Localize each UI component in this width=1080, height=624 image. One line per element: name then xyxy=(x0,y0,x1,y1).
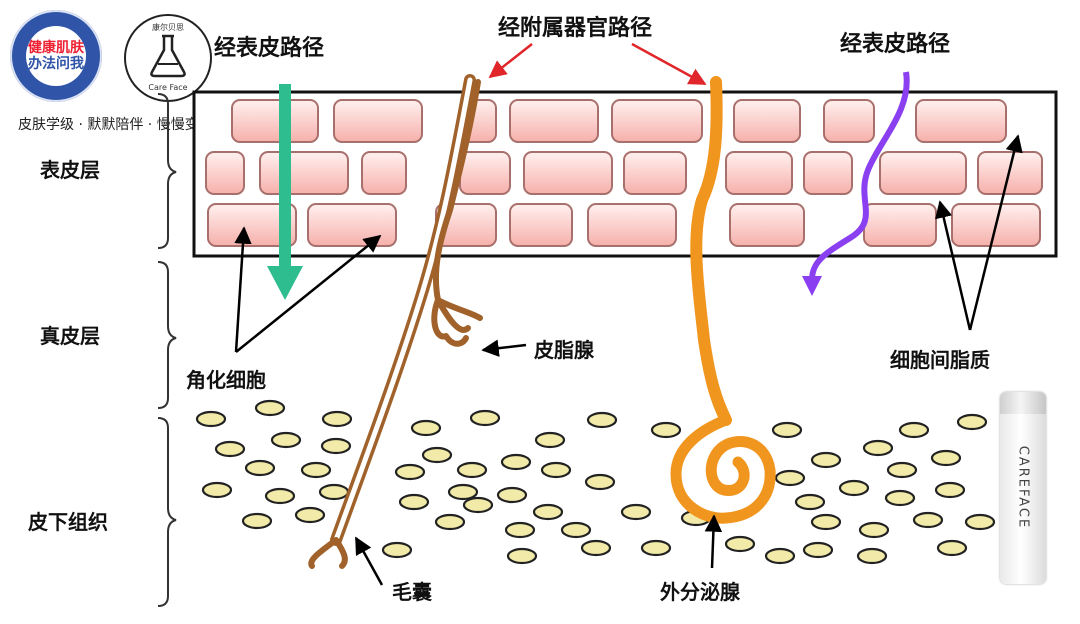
red-arrow-to-eccrine xyxy=(631,42,707,86)
flask-logo-top-text: 康尔贝思 xyxy=(152,23,184,32)
brick xyxy=(729,203,805,247)
purple-transepidermal-path xyxy=(802,71,910,296)
product-tube-cap xyxy=(1000,392,1046,414)
brick xyxy=(725,151,793,195)
layer-label-epidermis: 表皮层 xyxy=(40,158,100,182)
dermis-brace xyxy=(157,261,177,409)
brick xyxy=(509,99,599,143)
brick xyxy=(509,203,573,247)
flask-logo: 康尔贝思 Care Face xyxy=(124,14,212,102)
epidermis-brace xyxy=(157,93,177,249)
product-tube-image: CAREFACE xyxy=(1000,392,1046,584)
layer-braces xyxy=(157,93,177,607)
brick xyxy=(915,99,1007,143)
label-keratinocytes: 角化细胞 xyxy=(186,368,266,392)
arrow-keratinocyte-2 xyxy=(235,234,382,353)
brick xyxy=(207,203,297,247)
brick xyxy=(333,99,423,143)
hair-shaft-core xyxy=(333,77,473,543)
arrow-eccrine xyxy=(704,514,723,569)
layer-label-dermis: 真皮层 xyxy=(40,324,100,348)
arrow-hair-follicle xyxy=(354,536,384,586)
label-sebaceous-gland: 皮脂腺 xyxy=(534,338,594,362)
arrow-lipid-2 xyxy=(968,134,1023,331)
label-transepidermal-right: 经表皮路径 xyxy=(840,32,951,57)
label-hair-follicle: 毛囊 xyxy=(392,580,432,604)
brick xyxy=(823,99,875,143)
sebaceous-gland-lobes xyxy=(431,297,483,347)
brick xyxy=(307,203,397,247)
flask-logo-bottom-text: Care Face xyxy=(148,83,188,92)
label-eccrine-gland: 外分泌腺 xyxy=(660,580,740,604)
fat-cells xyxy=(195,399,996,565)
eccrine-duct xyxy=(690,76,732,426)
eccrine-gland xyxy=(670,76,776,524)
flask-icon xyxy=(150,34,186,78)
brick xyxy=(863,203,937,247)
brick xyxy=(231,99,319,143)
follicle-bulb xyxy=(308,537,348,569)
brand-badge-logo: 健康肌肤 办法问我 xyxy=(10,10,102,102)
brick xyxy=(733,99,801,143)
sebaceous-gland-stem xyxy=(432,79,481,303)
brick xyxy=(623,151,687,195)
logo-text-line2: 办法问我 xyxy=(28,56,84,72)
hair-follicle xyxy=(308,74,483,569)
brick xyxy=(259,151,349,195)
subcutaneous-brace xyxy=(157,417,177,607)
brick xyxy=(459,151,511,195)
brand-slogan: 皮肤学级 · 默默陪伴 · 慢慢变好 xyxy=(18,117,213,133)
logo-text-line1: 健康肌肤 xyxy=(28,40,84,56)
eccrine-coil xyxy=(670,414,776,524)
brick xyxy=(879,151,967,195)
product-brand-text: CAREFACE xyxy=(1015,445,1031,530)
brick xyxy=(587,203,677,247)
arrow-keratinocyte-1 xyxy=(234,226,252,353)
layer-label-subcutaneous: 皮下组织 xyxy=(28,510,108,534)
red-arrow-to-hair xyxy=(488,43,533,79)
brick xyxy=(523,151,613,195)
brick xyxy=(611,99,703,143)
green-transepidermal-arrow xyxy=(267,84,303,300)
brick xyxy=(361,151,407,195)
label-appendageal-route: 经附属器官路径 xyxy=(498,16,653,41)
label-intercellular-lipids: 细胞间脂质 xyxy=(890,348,990,372)
label-transepidermal-left: 经表皮路径 xyxy=(214,36,325,61)
arrow-sebaceous xyxy=(481,339,527,357)
arrow-lipid-1 xyxy=(935,200,972,331)
brick xyxy=(205,151,245,195)
brick xyxy=(803,151,853,195)
